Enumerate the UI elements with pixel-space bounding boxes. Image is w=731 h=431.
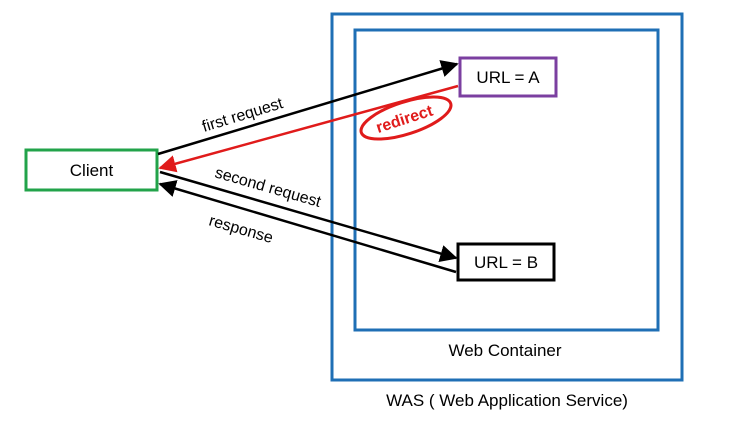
- was-label: WAS ( Web Application Service): [386, 391, 628, 410]
- web-container-box: [353, 28, 660, 332]
- redirect-label-oval: [359, 95, 453, 141]
- response-label: response: [207, 213, 275, 248]
- url-b-node-label: URL = B: [474, 253, 538, 272]
- was-container-box: [330, 12, 684, 382]
- url-a-node-box: [458, 56, 558, 98]
- client-node-box: [24, 148, 159, 192]
- url-a-node-label: URL = A: [476, 68, 540, 87]
- web-container-label: Web Container: [448, 341, 561, 360]
- second-request-arrow: [159, 170, 458, 263]
- first-request-arrow: [157, 60, 459, 156]
- url-b-node-box: [456, 242, 556, 282]
- response-arrow: [158, 180, 457, 274]
- client-node-label: Client: [70, 161, 114, 180]
